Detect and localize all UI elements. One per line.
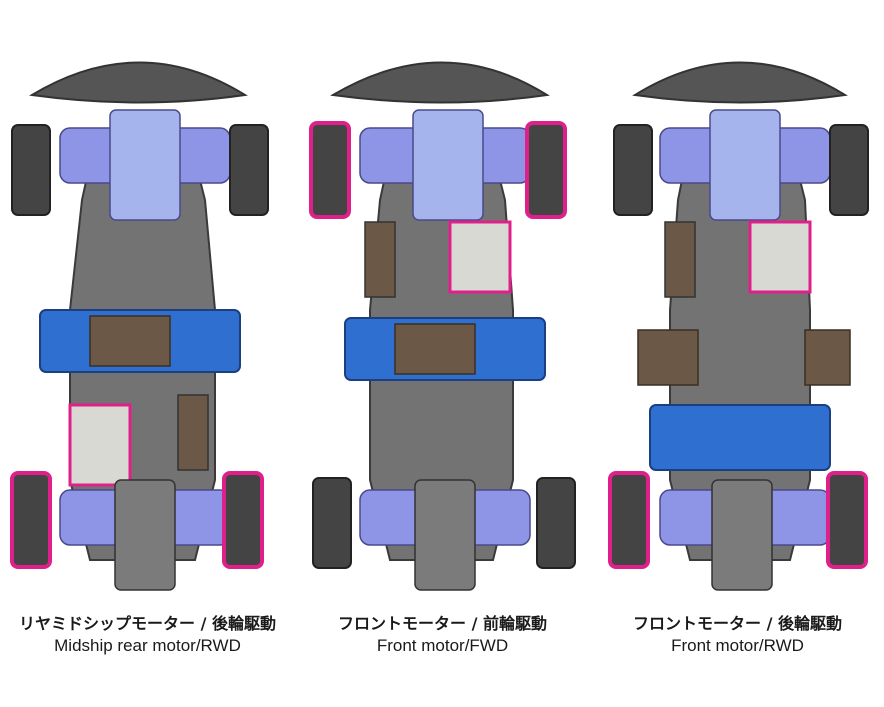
front-bumper	[330, 61, 550, 104]
rear-bulkhead	[711, 479, 773, 591]
caption-japanese: フロントモーター / 前輪駆動	[338, 614, 547, 633]
front-right-tire	[229, 124, 269, 216]
front-bumper	[632, 61, 848, 104]
chassis-diagram	[608, 61, 869, 591]
front-right-tire	[829, 124, 869, 216]
servo	[177, 394, 209, 471]
rear-bulkhead	[114, 479, 176, 591]
servo	[664, 221, 696, 298]
servo	[364, 221, 396, 298]
motor	[748, 220, 812, 294]
front-left-tire-driven	[309, 121, 351, 219]
rear-right-tire	[536, 477, 576, 569]
rear-left-tire-driven	[608, 471, 650, 569]
front-bulkhead	[709, 109, 781, 221]
rear-left-tire-driven	[10, 471, 52, 569]
esc-left	[637, 329, 699, 386]
front-left-tire	[613, 124, 653, 216]
esc	[89, 315, 171, 367]
front-bulkhead	[412, 109, 484, 221]
caption-japanese: リヤミドシップモーター / 後輪駆動	[19, 614, 276, 633]
battery	[649, 404, 831, 471]
esc-right	[804, 329, 851, 386]
chassis-diagram	[309, 61, 576, 591]
rear-bulkhead	[414, 479, 476, 591]
front-left-tire	[11, 124, 51, 216]
rear-right-tire-driven	[222, 471, 264, 569]
front-bulkhead	[109, 109, 181, 221]
front-bumper	[29, 61, 248, 104]
rear-right-tire-driven	[826, 471, 868, 569]
chassis-layout-front-fwd: フロントモーター / 前輪駆動 Front motor/FWD	[295, 0, 590, 707]
caption-japanese: フロントモーター / 後輪駆動	[633, 614, 842, 633]
esc	[394, 323, 476, 375]
rear-left-tire	[312, 477, 352, 569]
chassis-layout-front-rwd: フロントモーター / 後輪駆動 Front motor/RWD	[590, 0, 884, 707]
caption-english: Midship rear motor/RWD	[54, 636, 241, 655]
caption-english: Front motor/RWD	[671, 636, 804, 655]
front-right-tire-driven	[525, 121, 567, 219]
caption-english: Front motor/FWD	[376, 636, 509, 655]
chassis-layout-midship-rwd: リヤミドシップモーター / 後輪駆動 Midship rear motor/RW…	[0, 0, 295, 707]
chassis-diagram	[10, 61, 269, 591]
motor	[448, 220, 512, 294]
motor	[68, 403, 132, 487]
